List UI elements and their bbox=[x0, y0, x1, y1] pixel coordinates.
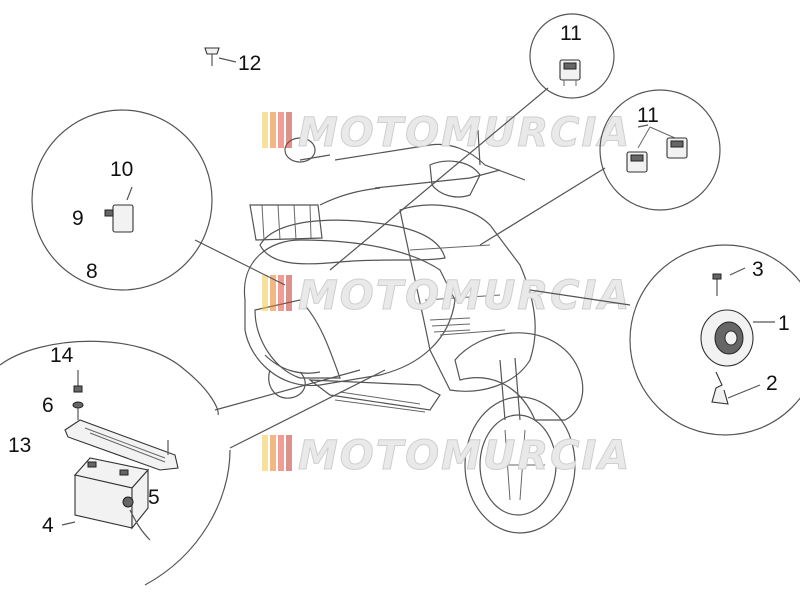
watermark-text: MOTOMURCIA bbox=[298, 110, 631, 156]
callout-5: 5 bbox=[148, 486, 160, 509]
callout-11-top: 11 bbox=[560, 22, 582, 45]
watermark-text: MOTOMURCIA bbox=[298, 273, 631, 319]
callout-6: 6 bbox=[42, 394, 54, 417]
callout-8: 8 bbox=[86, 260, 98, 283]
callout-1: 1 bbox=[778, 312, 790, 335]
clip-part-12: 12 bbox=[204, 47, 261, 75]
callout-9: 9 bbox=[72, 207, 84, 230]
detail-circle-battery: 14 6 13 5 4 bbox=[0, 340, 386, 586]
callout-4: 4 bbox=[42, 514, 54, 537]
detail-circle-horn: 3 1 2 bbox=[529, 244, 800, 436]
callout-3: 3 bbox=[752, 258, 764, 281]
callout-14: 14 bbox=[50, 344, 74, 367]
callout-12: 12 bbox=[238, 52, 261, 75]
watermark-text: MOTOMURCIA bbox=[298, 433, 631, 479]
watermark-top: MOTOMURCIA bbox=[262, 110, 631, 157]
detail-circle-relay-pair: 11 bbox=[479, 89, 721, 246]
callout-10: 10 bbox=[110, 158, 133, 181]
detail-circle-relay-top: 11 bbox=[329, 13, 615, 271]
callout-11-pair: 11 bbox=[637, 104, 659, 127]
watermark-middle: MOTOMURCIA bbox=[262, 273, 631, 320]
detail-circle-regulator: 10 9 8 bbox=[31, 109, 286, 291]
scooter-outline bbox=[243, 129, 584, 534]
callout-13: 13 bbox=[8, 434, 31, 457]
callout-2: 2 bbox=[766, 372, 778, 395]
watermark-bottom: MOTOMURCIA bbox=[262, 433, 631, 480]
